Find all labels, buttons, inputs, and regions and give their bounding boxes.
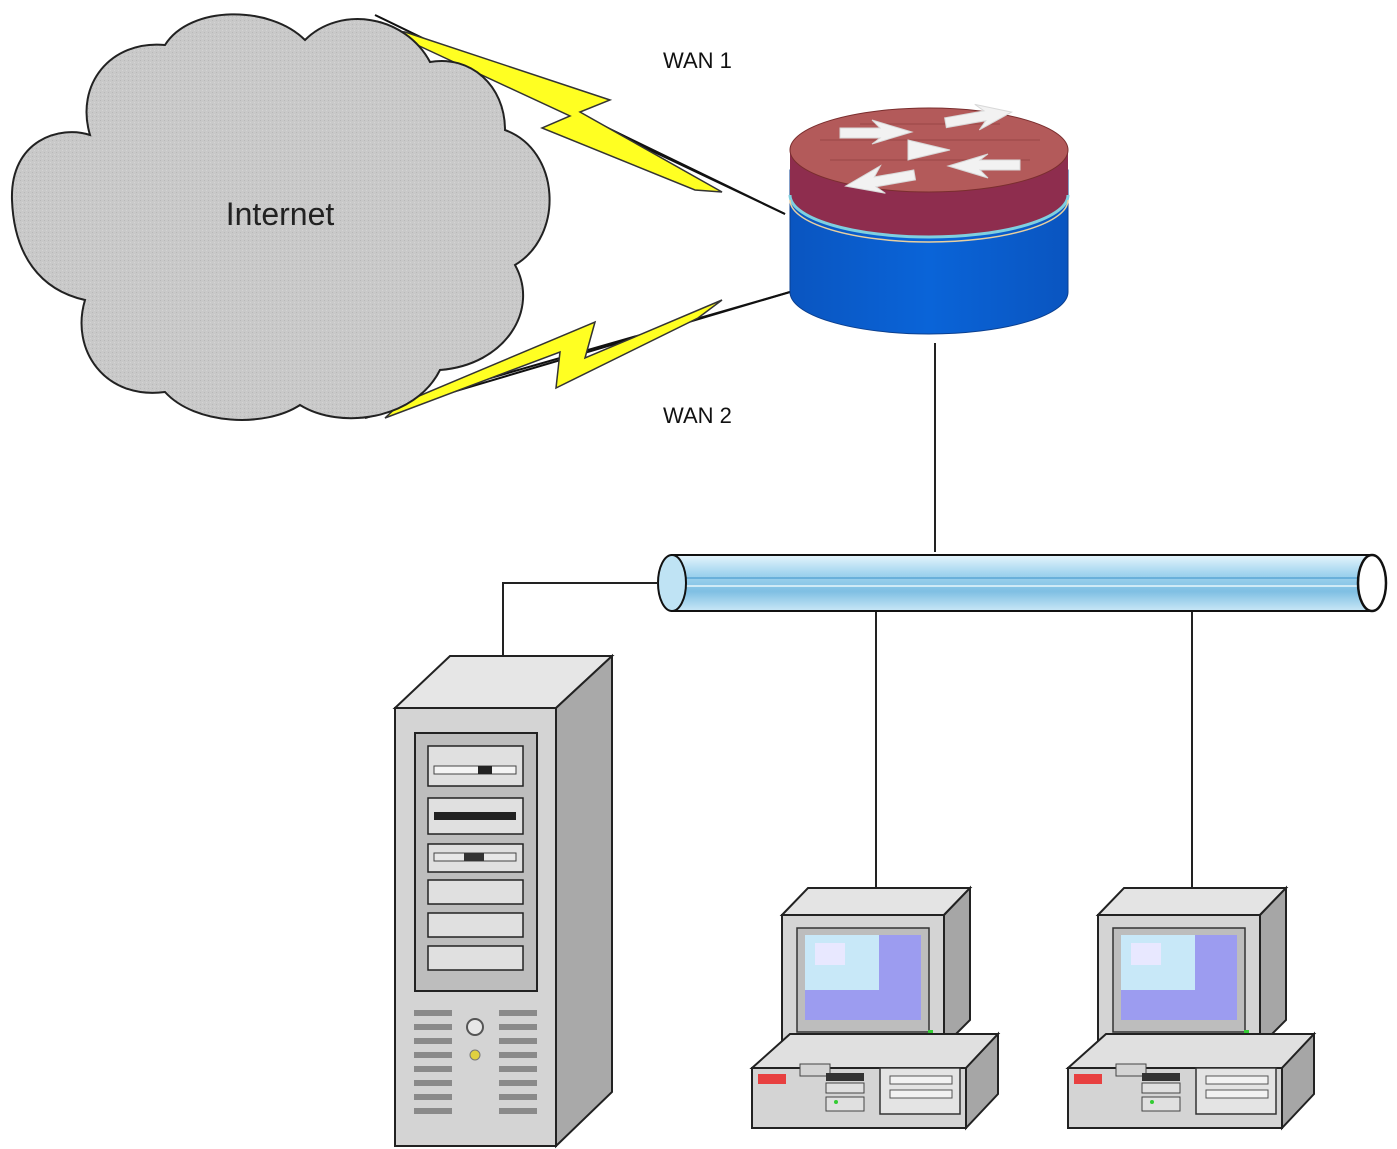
workstation-2-icon (1065, 885, 1317, 1131)
wan2-lightning-icon (384, 299, 723, 419)
lan-bus-icon (657, 553, 1388, 613)
server-icon (392, 653, 615, 1149)
wan2-label: WAN 2 (663, 403, 732, 428)
cloud-label: Internet (226, 196, 335, 232)
bus-server-link (502, 582, 658, 680)
wan1-lightning-icon (384, 29, 723, 193)
workstation-1-icon (749, 885, 1001, 1131)
router-icon (788, 103, 1070, 335)
wan1-label: WAN 1 (663, 48, 732, 73)
internet-cloud-icon: Internet (10, 13, 551, 421)
